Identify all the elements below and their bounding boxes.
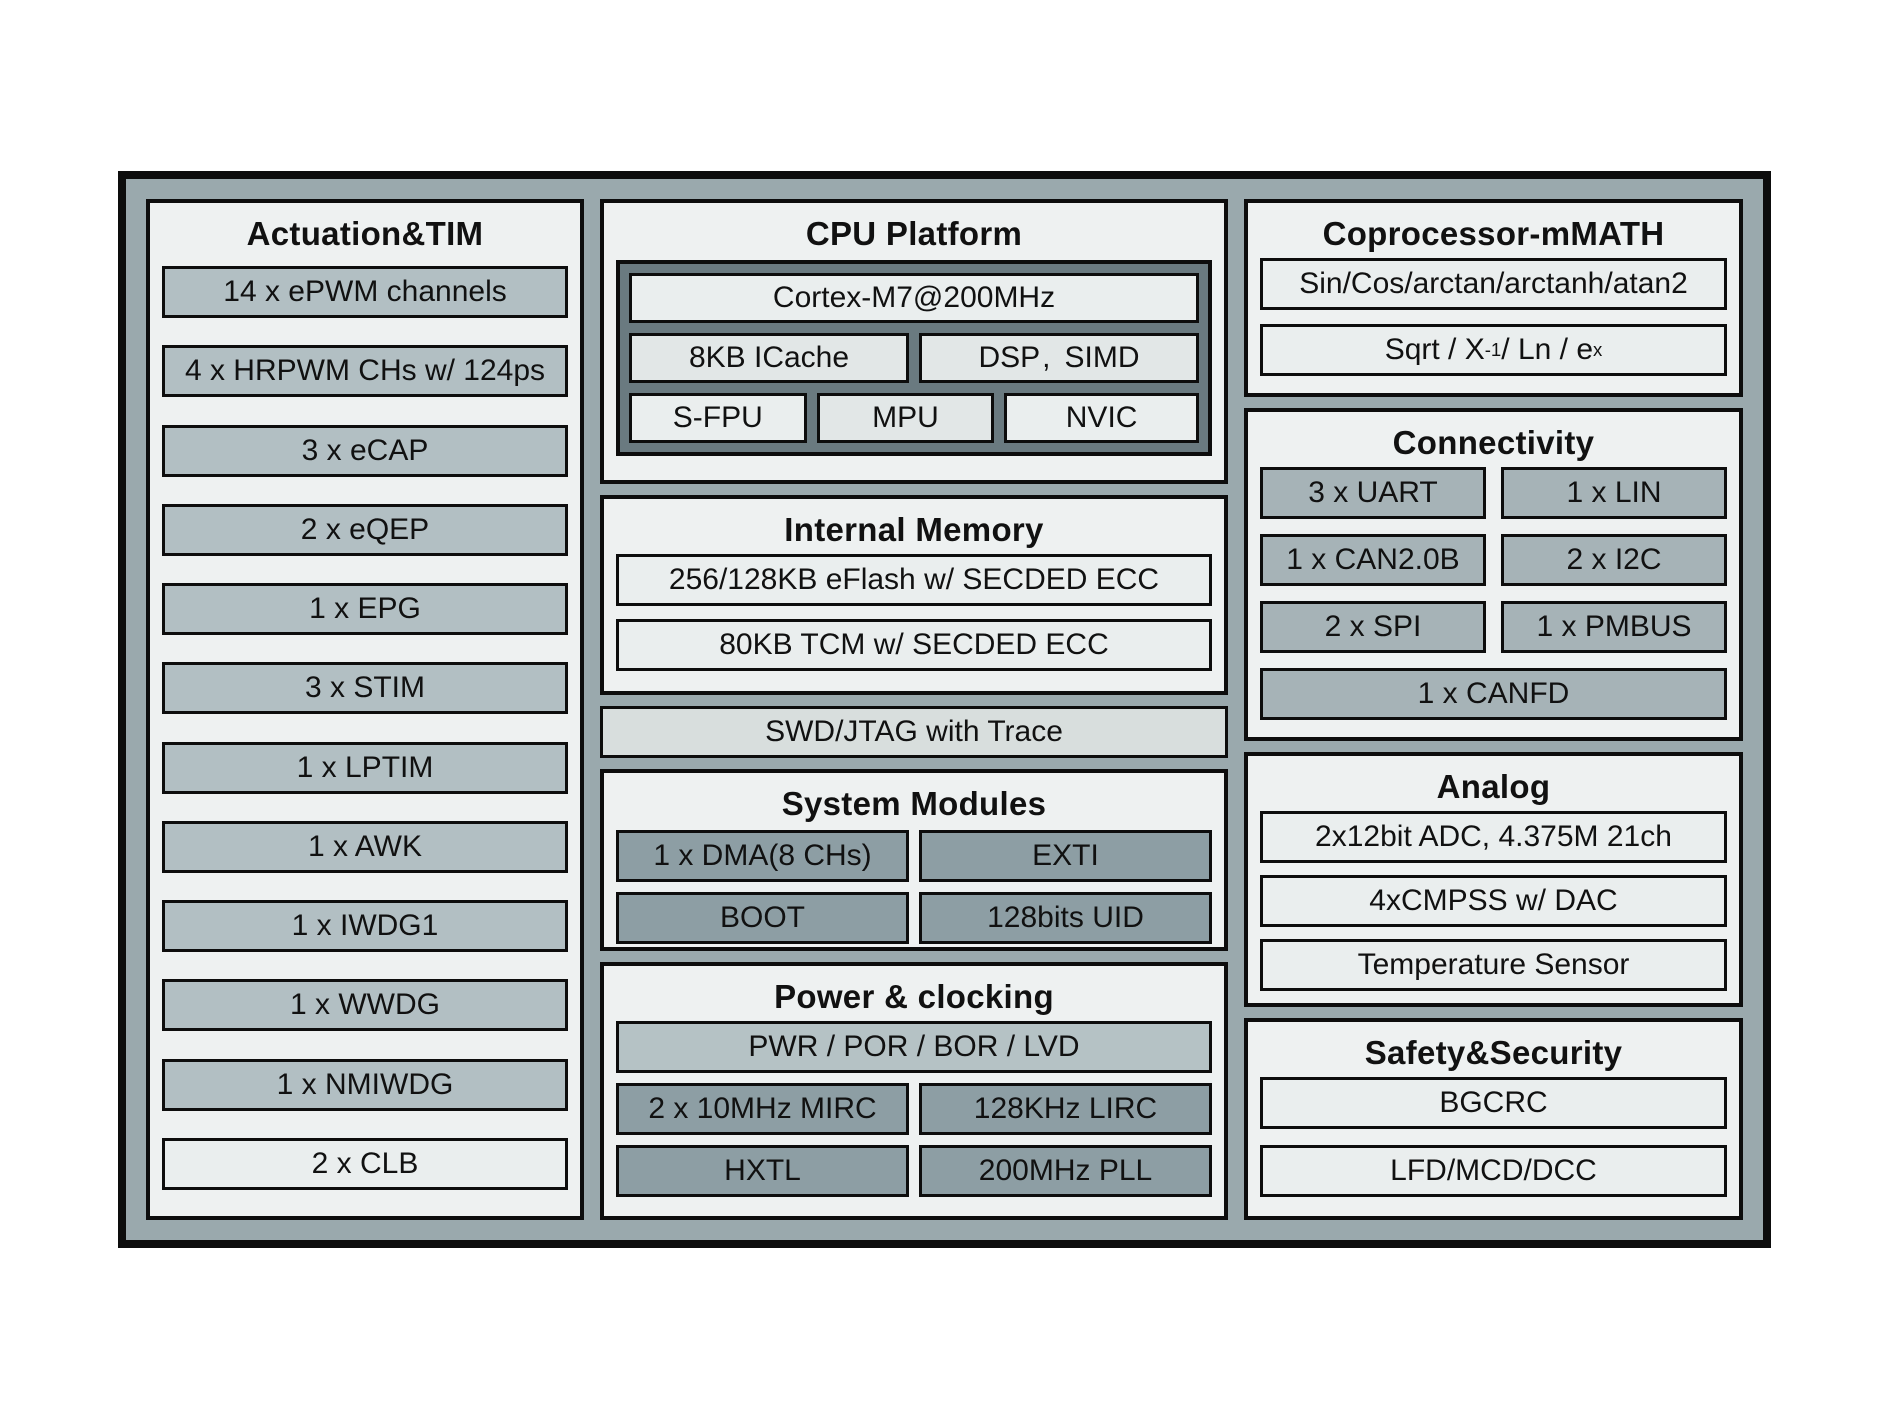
item-eqep: 2 x eQEP xyxy=(162,503,568,556)
item-hrpwm: 4 x HRPWM CHs w/ 124ps xyxy=(162,345,568,398)
dsp-label-right: SIMD xyxy=(1064,341,1140,374)
item-wwdg: 1 x WWDG xyxy=(162,979,568,1032)
item-mirc: 2 x 10MHz MIRC xyxy=(616,1083,909,1135)
item-lirc: 128KHz LIRC xyxy=(919,1083,1212,1135)
item-hxtl: HXTL xyxy=(616,1145,909,1197)
panel-power-clocking: Power & clocking PWR / POR / BOR / LVD 2… xyxy=(600,962,1228,1220)
item-cmpss: 4xCMPSS w/ DAC xyxy=(1260,875,1727,927)
cpu-row-units: S-FPU MPU NVIC xyxy=(629,393,1199,443)
actuation-title: Actuation&TIM xyxy=(246,215,484,252)
coprocessor-items: Sin/Cos/arctan/arctanh/atan2 Sqrt / X-1 … xyxy=(1248,256,1739,376)
actuation-items: 14 x ePWM channels 4 x HRPWM CHs w/ 124p… xyxy=(150,256,580,1216)
cpu-core-box: Cortex-M7@200MHz xyxy=(629,273,1199,323)
item-pwr-por-bor-lvd: PWR / POR / BOR / LVD xyxy=(616,1021,1212,1073)
item-tcm: 80KB TCM w/ SECDED ECC xyxy=(616,619,1212,671)
item-stim: 3 x STIM xyxy=(162,662,568,715)
item-spi: 2 x SPI xyxy=(1260,601,1486,653)
item-canfd: 1 x CANFD xyxy=(1260,668,1727,720)
column-middle: CPU Platform Cortex-M7@200MHz 8KB ICache… xyxy=(600,199,1228,1220)
analog-title: Analog xyxy=(1436,768,1551,805)
item-uart: 3 x UART xyxy=(1260,467,1486,519)
sqrt-base2: / Ln / e xyxy=(1501,333,1594,366)
safety-items: BGCRC LFD/MCD/DCC xyxy=(1248,1075,1739,1197)
safety-title: Safety&Security xyxy=(1364,1034,1623,1071)
connectivity-full-row: 1 x CANFD xyxy=(1248,653,1739,720)
cpu-row-core: Cortex-M7@200MHz xyxy=(629,273,1199,323)
sqrt-base1: Sqrt / X xyxy=(1384,333,1485,366)
item-bgcrc: BGCRC xyxy=(1260,1077,1727,1129)
panel-actuation-tim: Actuation&TIM 14 x ePWM channels 4 x HRP… xyxy=(146,199,584,1220)
item-uid: 128bits UID xyxy=(919,892,1212,944)
memory-title: Internal Memory xyxy=(784,511,1044,548)
item-awk: 1 x AWK xyxy=(162,820,568,873)
system-grid: 1 x DMA(8 CHs) EXTI BOOT 128bits UID xyxy=(604,826,1224,944)
panel-system-modules: System Modules 1 x DMA(8 CHs) EXTI BOOT … xyxy=(600,769,1228,951)
panel-connectivity: Connectivity 3 x UART 1 x LIN 1 x CAN2.0… xyxy=(1244,408,1743,741)
dsp-label-left: DSP xyxy=(978,341,1041,374)
panel-internal-memory: Internal Memory 256/128KB eFlash w/ SECD… xyxy=(600,495,1228,695)
panel-analog: Analog 2x12bit ADC, 4.375M 21ch 4xCMPSS … xyxy=(1244,752,1743,1007)
panel-cpu-platform: CPU Platform Cortex-M7@200MHz 8KB ICache… xyxy=(600,199,1228,484)
system-title: System Modules xyxy=(781,785,1047,822)
cpu-mpu-box: MPU xyxy=(816,393,995,443)
item-can20b: 1 x CAN2.0B xyxy=(1260,534,1486,586)
item-boot: BOOT xyxy=(616,892,909,944)
cpu-nvic-box: NVIC xyxy=(1004,393,1199,443)
item-clb: 2 x CLB xyxy=(162,1137,568,1190)
column-right: Coprocessor-mMATH Sin/Cos/arctan/arctanh… xyxy=(1244,199,1743,1220)
item-epwm-channels: 14 x ePWM channels xyxy=(162,266,568,318)
item-pmbus: 1 x PMBUS xyxy=(1501,601,1727,653)
cpu-dsp-simd-box: DSP, SIMD xyxy=(919,333,1199,383)
power-title: Power & clocking xyxy=(774,978,1054,1015)
item-pll: 200MHz PLL xyxy=(919,1145,1212,1197)
item-epg: 1 x EPG xyxy=(162,583,568,636)
dsp-comma: , xyxy=(1042,341,1051,374)
item-exti: EXTI xyxy=(919,830,1212,882)
item-eflash: 256/128KB eFlash w/ SECDED ECC xyxy=(616,554,1212,606)
item-trig-functions: Sin/Cos/arctan/arctanh/atan2 xyxy=(1260,258,1727,310)
panel-coprocessor-mmath: Coprocessor-mMATH Sin/Cos/arctan/arctanh… xyxy=(1244,199,1743,397)
cpu-icache-box: 8KB ICache xyxy=(629,333,909,383)
coprocessor-title: Coprocessor-mMATH xyxy=(1322,215,1665,252)
item-dma: 1 x DMA(8 CHs) xyxy=(616,830,909,882)
item-lin: 1 x LIN xyxy=(1501,467,1727,519)
item-adc: 2x12bit ADC, 4.375M 21ch xyxy=(1260,811,1727,863)
cpu-title: CPU Platform xyxy=(805,215,1023,252)
memory-items: 256/128KB eFlash w/ SECDED ECC 80KB TCM … xyxy=(604,552,1224,671)
power-bar-wrap: PWR / POR / BOR / LVD xyxy=(604,1019,1224,1073)
connectivity-grid: 3 x UART 1 x LIN 1 x CAN2.0B 2 x I2C 2 x… xyxy=(1248,465,1739,653)
cpu-row-cache: 8KB ICache DSP, SIMD xyxy=(629,333,1199,383)
item-lfd-mcd-dcc: LFD/MCD/DCC xyxy=(1260,1145,1727,1197)
connectivity-title: Connectivity xyxy=(1392,424,1595,461)
item-nmiwdg: 1 x NMIWDG xyxy=(162,1058,568,1111)
item-temperature-sensor: Temperature Sensor xyxy=(1260,939,1727,991)
swd-jtag-bar: SWD/JTAG with Trace xyxy=(600,706,1228,758)
panel-safety-security: Safety&Security BGCRC LFD/MCD/DCC xyxy=(1244,1018,1743,1220)
item-lptim: 1 x LPTIM xyxy=(162,741,568,794)
item-iwdg1: 1 x IWDG1 xyxy=(162,900,568,953)
block-diagram-frame: Actuation&TIM 14 x ePWM channels 4 x HRP… xyxy=(118,171,1771,1248)
item-i2c: 2 x I2C xyxy=(1501,534,1727,586)
cpu-core-container: Cortex-M7@200MHz 8KB ICache DSP, SIMD S-F… xyxy=(616,260,1212,456)
analog-items: 2x12bit ADC, 4.375M 21ch 4xCMPSS w/ DAC … xyxy=(1248,809,1739,991)
item-ecap: 3 x eCAP xyxy=(162,424,568,477)
cpu-sfpu-box: S-FPU xyxy=(629,393,807,443)
power-grid: 2 x 10MHz MIRC 128KHz LIRC HXTL 200MHz P… xyxy=(604,1083,1224,1197)
column-left: Actuation&TIM 14 x ePWM channels 4 x HRP… xyxy=(146,199,584,1220)
